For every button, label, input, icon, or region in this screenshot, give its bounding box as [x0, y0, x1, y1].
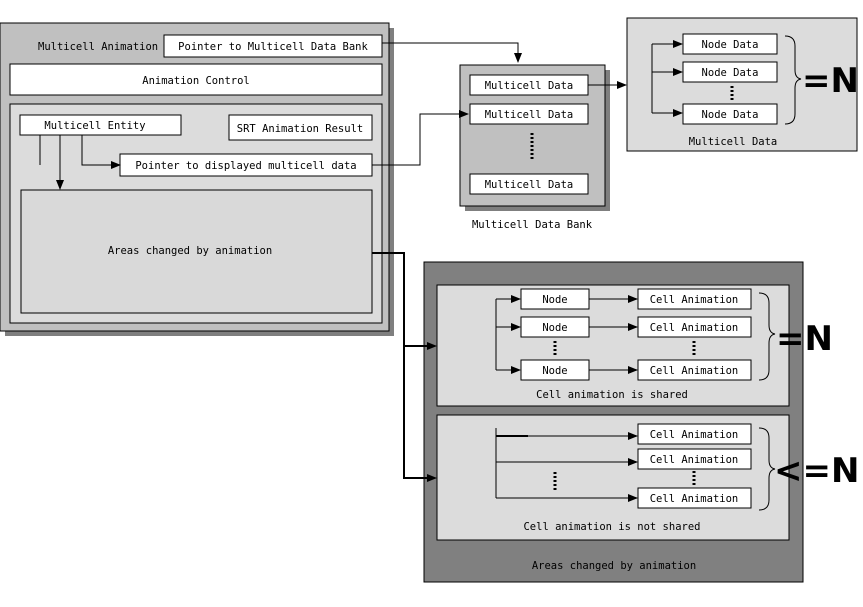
multicell-animation-panel: Multicell Animation Pointer to Multicell…: [0, 22, 394, 336]
node-data-1: Node Data: [702, 39, 759, 51]
multicell-animation-title: Multicell Animation: [38, 41, 158, 53]
shared-node-2: Node: [542, 322, 567, 334]
shared-node-1: Node: [542, 294, 567, 306]
shared-anim-3: Cell Animation: [650, 365, 739, 377]
areas-panel-caption: Areas changed by animation: [532, 560, 696, 572]
shared-anim-1: Cell Animation: [650, 294, 739, 306]
multicell-data-count: =N: [802, 61, 859, 101]
data-bank-caption: Multicell Data Bank: [472, 219, 593, 231]
areas-changed-label: Areas changed by animation: [108, 245, 272, 257]
bank-item-1: Multicell Data: [485, 80, 574, 92]
not-shared-anim-3: Cell Animation: [650, 493, 739, 505]
multicell-data-bank: Multicell Data Multicell Data Multicell …: [459, 64, 610, 231]
shared-anim-2: Cell Animation: [650, 322, 739, 334]
pointer-to-bank-label: Pointer to Multicell Data Bank: [178, 41, 368, 53]
shared-caption: Cell animation is shared: [536, 389, 688, 401]
pointer-to-displayed-label: Pointer to displayed multicell data: [135, 160, 356, 172]
not-shared-count: <=N: [774, 451, 859, 491]
areas-panel: Node Node Node Cell Animation Cell Anima…: [423, 261, 859, 583]
multicell-entity-label: Multicell Entity: [44, 120, 145, 132]
node-data-3: Node Data: [702, 109, 759, 121]
not-shared-anim-1: Cell Animation: [650, 429, 739, 441]
bank-item-2: Multicell Data: [485, 109, 574, 121]
srt-result-label: SRT Animation Result: [237, 123, 363, 135]
multicell-data-caption: Multicell Data: [689, 136, 778, 148]
node-data-2: Node Data: [702, 67, 759, 79]
animation-control-label: Animation Control: [142, 75, 249, 87]
shared-count: =N: [776, 319, 833, 359]
bank-item-3: Multicell Data: [485, 179, 574, 191]
multicell-data-panel: Node Data Node Data Node Data =N Multice…: [626, 17, 859, 152]
not-shared-caption: Cell animation is not shared: [523, 521, 700, 533]
shared-node-3: Node: [542, 365, 567, 377]
not-shared-anim-2: Cell Animation: [650, 454, 739, 466]
